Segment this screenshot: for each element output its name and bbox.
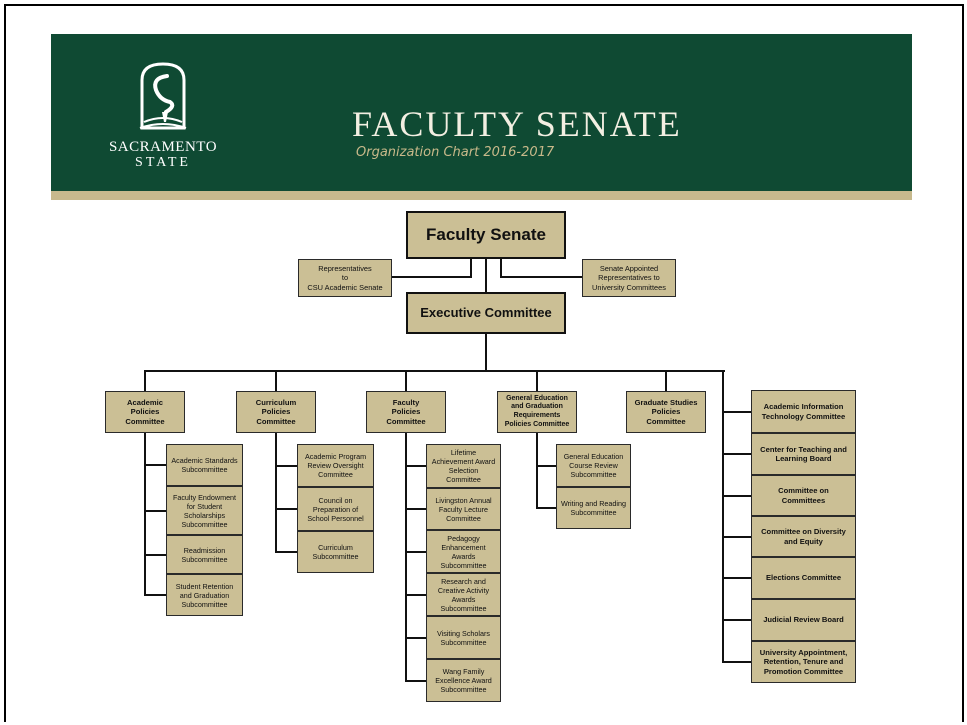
standing-branch-line: [722, 535, 752, 538]
subcommittee-branch-line: [536, 464, 556, 467]
committee-bus-line: [145, 370, 725, 372]
standing-branch-line: [722, 453, 752, 455]
standing-branch-line: [722, 410, 752, 413]
subcommittee-branch-line: [536, 507, 556, 509]
subcommittee-branch-line: [144, 464, 166, 466]
subcommittee-branch-line: [405, 679, 426, 682]
standing-branch-line: [722, 619, 752, 621]
standing-branch-line: [722, 577, 752, 579]
subcommittee-branch-line: [144, 509, 166, 512]
page-subtitle: Organization Chart 2016-2017: [356, 145, 555, 160]
subcommittee-spine-line: [275, 433, 277, 552]
committee-drop-line: [536, 370, 538, 392]
senate-trunk-line: [485, 259, 487, 303]
committee-drop-line: [665, 370, 667, 392]
subcommittee-branch-line: [405, 550, 426, 553]
standing-committee-box: Judicial Review Board: [751, 599, 856, 641]
subcommittee-spine-line: [405, 433, 407, 681]
subcommittee-spine-line: [536, 433, 538, 508]
csu-connector-h: [392, 276, 472, 278]
subcommittee-branch-line: [405, 508, 426, 510]
faculty-senate-box: Faculty Senate: [406, 211, 566, 259]
committee-drop-line: [144, 370, 146, 392]
appointed-connector-line: [500, 259, 502, 277]
executive-committee-box: Executive Committee: [406, 292, 566, 334]
page-title: FACULTY SENATE: [352, 104, 682, 144]
subcommittee-branch-line: [144, 553, 166, 556]
subcommittee-branch-line: [405, 465, 426, 467]
logo-wordmark-line2: STATE: [135, 155, 191, 170]
subcommittee-branch-line: [144, 594, 166, 596]
standing-committee-box: University Appointment,Retention, Tenure…: [751, 641, 856, 683]
slide-frame: [4, 4, 964, 722]
committee-drop-line: [405, 370, 407, 392]
standing-spine-line: [722, 370, 724, 662]
committee-drop-line: [275, 370, 277, 392]
standing-branch-line: [722, 661, 752, 663]
standing-branch-line: [722, 494, 752, 497]
subcommittee-spine-line: [144, 433, 146, 595]
torch-s-icon: [139, 62, 187, 130]
sacramento-state-logo: SACRAMENTO STATE: [104, 62, 222, 172]
executive-trunk-line: [485, 334, 487, 371]
subcommittee-branch-line: [275, 464, 297, 467]
subcommittee-branch-line: [405, 636, 426, 639]
header-banner: [51, 34, 912, 191]
appointed-connector-h: [500, 276, 582, 278]
standing-committee-box: Elections Committee: [751, 557, 856, 599]
csu-connector-line: [470, 259, 472, 277]
logo-wordmark-line1: SACRAMENTO: [108, 139, 218, 155]
subcommittee-branch-line: [405, 593, 426, 596]
header-gold-strip: [51, 191, 912, 200]
subcommittee-branch-line: [275, 508, 297, 510]
subcommittee-branch-line: [275, 551, 297, 553]
